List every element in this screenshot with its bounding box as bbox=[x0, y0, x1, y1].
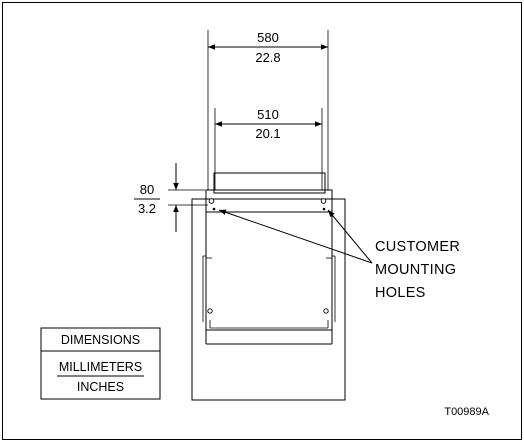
callout-customer-mounting-holes: CUSTOMER MOUNTING HOLES bbox=[375, 239, 460, 301]
callout-line-1: CUSTOMER bbox=[375, 239, 460, 255]
dimension-inner-width: 510 20.1 bbox=[214, 107, 323, 190]
outer-width-mm: 580 bbox=[257, 30, 279, 45]
mounting-hole-lower-left bbox=[207, 308, 213, 314]
hole-marker-left bbox=[212, 207, 216, 211]
callout-leaders bbox=[218, 209, 373, 264]
inner-width-mm: 510 bbox=[257, 107, 279, 122]
callout-line-2: MOUNTING bbox=[375, 262, 456, 278]
outer-width-in: 22.8 bbox=[255, 50, 280, 65]
legend-numerator: MILLIMETERS bbox=[59, 360, 142, 374]
mounting-hole-lower-right bbox=[323, 308, 329, 314]
legend-title: DIMENSIONS bbox=[61, 333, 140, 347]
dimension-hole-offset: 80 3.2 bbox=[134, 163, 208, 232]
callout-line-3: HOLES bbox=[375, 285, 426, 301]
hole-offset-mm: 80 bbox=[140, 182, 154, 197]
figure-id: T00989A bbox=[444, 406, 489, 418]
hole-marker-right bbox=[322, 207, 326, 211]
unit-outline bbox=[191, 172, 346, 401]
mounting-hole-upper-left bbox=[208, 198, 215, 204]
inner-width-in: 20.1 bbox=[255, 126, 280, 141]
legend-denominator: INCHES bbox=[77, 380, 124, 394]
hole-offset-in: 3.2 bbox=[138, 201, 156, 216]
units-legend: DIMENSIONS MILLIMETERS INCHES bbox=[40, 327, 161, 400]
mounting-hole-upper-right bbox=[320, 198, 327, 204]
dimension-outer-width: 580 22.8 bbox=[207, 30, 329, 190]
